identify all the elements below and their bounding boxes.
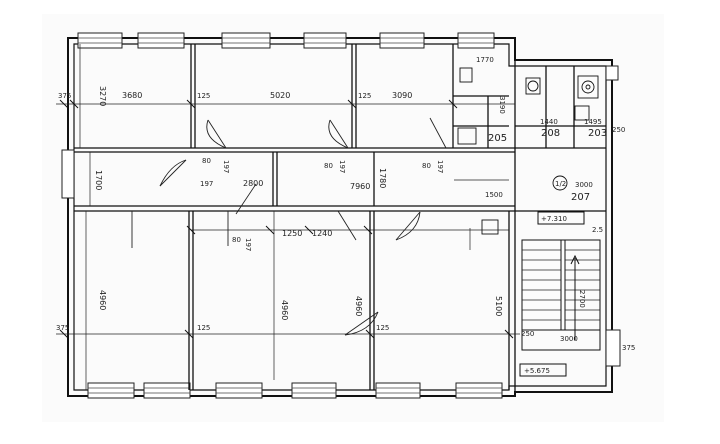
corridor-walls	[74, 147, 515, 212]
room-number-203: 203	[588, 128, 607, 139]
dim-wc-a: 1440	[540, 118, 558, 126]
door-height-5: 197	[244, 238, 252, 251]
side-windows	[61, 65, 621, 367]
door-width-2: 80	[324, 162, 333, 170]
door-width-5: 80	[232, 236, 241, 244]
dim-left-wall-lower: 375	[56, 324, 69, 332]
dim-bottom-room-depth: 4960	[98, 290, 107, 310]
bottom-windows	[87, 382, 503, 399]
paper-area	[42, 14, 664, 422]
room-number-207: 207	[571, 192, 590, 203]
room-number-208: 208	[541, 128, 560, 139]
dim-room-5-depth: 4960	[280, 300, 289, 320]
top-window-glazing	[78, 37, 494, 44]
dim-wc-d: 250	[612, 126, 625, 134]
door-height-4: 197	[200, 180, 213, 188]
bottom-window-glazing	[88, 387, 502, 394]
stair-side-dim: 375	[622, 344, 635, 352]
dim-niche-2: 1240	[312, 229, 332, 238]
partition-walls	[188, 44, 606, 392]
door-width-3: 80	[422, 162, 431, 170]
left-dimensions: 3270 1700 4960	[94, 86, 107, 310]
dim-wc-height: 3190	[498, 96, 506, 114]
dim-corridor-depth: 1780	[378, 168, 387, 188]
stair-level-upper: +7.310	[541, 215, 567, 223]
door-dimension-labels: 80 197 80 197 80 197 197 80 197	[200, 157, 444, 251]
lower-dimensions: 1250 1240 4960 4960 5100 125 125 375 250	[56, 229, 534, 338]
stair-treads	[522, 249, 600, 321]
dim-room-1-width: 3680	[122, 91, 142, 100]
dim-stair-landing: 250	[521, 330, 534, 338]
dim-room-2-width: 5020	[270, 91, 290, 100]
sanitary-fixtures	[457, 67, 599, 235]
stair-annotations: +7.310 +5.675 3000 2700 375 3000 1/2 2.5	[524, 180, 635, 375]
dim-room-3-width: 3090	[392, 91, 412, 100]
dim-room-6-depth: 4960	[354, 296, 363, 316]
wc-dimensions: 1440 1495 250	[540, 118, 625, 134]
dim-niche-1: 1250	[282, 229, 302, 238]
dim-wall-c: 125	[197, 324, 210, 332]
stair-flight-dim: 3000	[575, 181, 593, 189]
stair-level-lower: +5.675	[524, 367, 550, 375]
top-dimensions: 3680 5020 3090 375 125 125 1770 3190	[58, 56, 506, 114]
dim-left-wall: 375	[58, 92, 71, 100]
dim-corridor-segment: 2800	[243, 179, 263, 188]
dim-wall-d: 125	[376, 324, 389, 332]
dim-wall-b: 125	[358, 92, 371, 100]
dim-wc-width: 1770	[476, 56, 494, 64]
door-width-1: 80	[202, 157, 211, 165]
door-height-3: 197	[436, 160, 444, 173]
dim-corridor-width: 1700	[94, 170, 103, 190]
corridor-dimensions: 2800 7960 1780 1500	[243, 168, 503, 199]
dim-top-room-depth: 3270	[98, 86, 107, 106]
dim-wall-a: 125	[197, 92, 210, 100]
room-number-205: 205	[488, 133, 507, 144]
door-height-2: 197	[338, 160, 346, 173]
room-numbers: 205 208 203 207	[488, 128, 607, 203]
stair-arrow	[519, 211, 585, 377]
dim-corridor-length: 7960	[350, 182, 370, 191]
dim-room-7-depth: 5100	[494, 296, 503, 316]
stair-width: 3000	[560, 335, 578, 343]
stair-note: 2.5	[592, 226, 603, 234]
door-swings	[131, 117, 447, 336]
dimension-lines	[56, 44, 520, 390]
top-windows	[77, 32, 495, 49]
stair-mark: 1/2	[555, 180, 566, 188]
stair-depth: 2700	[578, 290, 586, 308]
door-height-1: 197	[222, 160, 230, 173]
staircase	[521, 239, 601, 351]
dim-corridor-end: 1500	[485, 191, 503, 199]
dim-wc-c: 1495	[584, 118, 602, 126]
dimension-ticks	[59, 99, 514, 339]
